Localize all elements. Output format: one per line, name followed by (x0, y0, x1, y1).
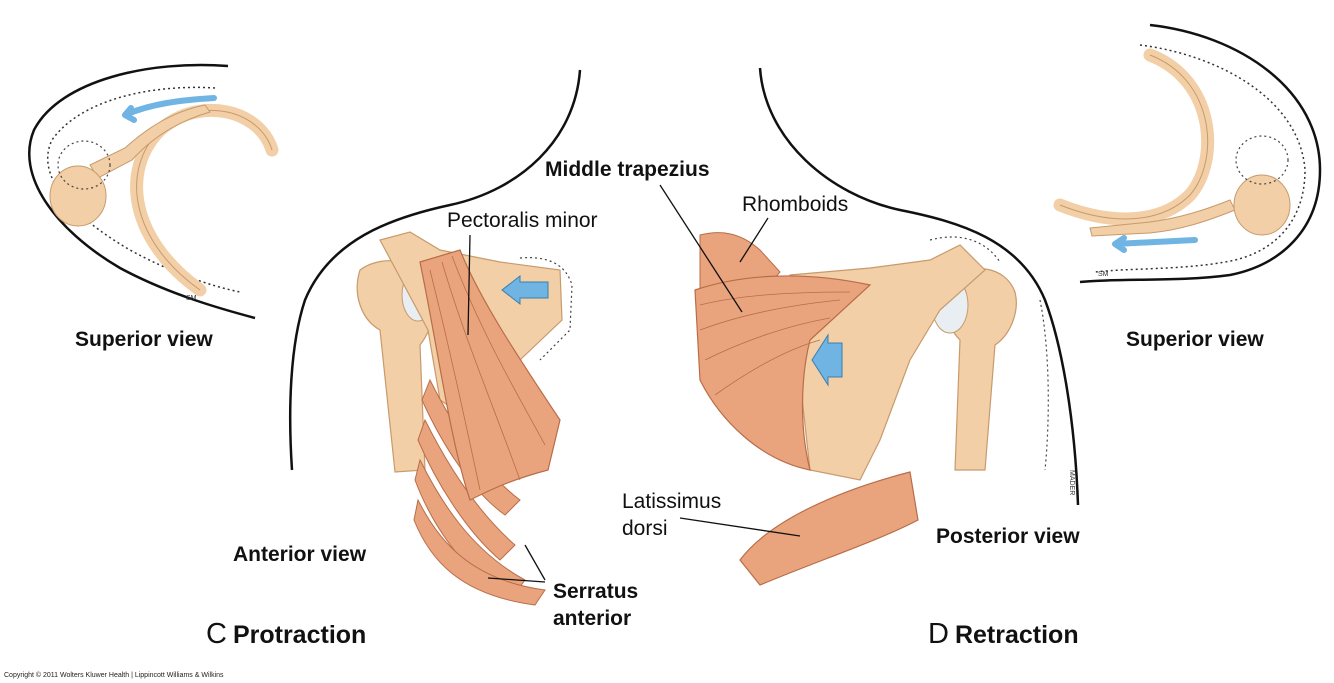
panel-d-letter: D (928, 618, 949, 650)
anterior-blue-arrow (501, 274, 549, 306)
latissimus-dorsi-label-line1: Latissimus (622, 490, 722, 513)
posterior-body-outline (758, 67, 1080, 506)
latissimus-dorsi-muscle (739, 471, 919, 586)
left-clavicle (89, 104, 211, 179)
right-rib-curve-edge (1059, 54, 1209, 220)
posterior-scapula-dotted (929, 236, 1049, 471)
anterior-view-label: Anterior view (233, 543, 367, 566)
latissimus-leader-line (679, 517, 801, 537)
posterior-view-label: Posterior view (936, 525, 1080, 548)
posterior-blue-arrow (811, 333, 843, 387)
right-sm-signature: SM (1098, 271, 1109, 278)
panel-d-title-text: Retraction (954, 621, 1079, 649)
pectoralis-minor-label: Pectoralis minor (447, 209, 598, 232)
trapezius-leader-line (659, 184, 743, 313)
serratus-leader-line-2 (487, 577, 546, 583)
anterior-view-illustration (288, 69, 582, 606)
left-artist-signature: SM (186, 295, 197, 302)
pectoralis-minor-muscle (419, 249, 561, 501)
right-superior-body-outline (1079, 23, 1322, 284)
posterior-view-illustration: MADER (659, 67, 1080, 586)
right-humeral-head (1233, 174, 1291, 236)
rhomboids-label: Rhomboids (742, 193, 849, 216)
right-superior-dotted-outline (1094, 44, 1306, 273)
left-blue-arrow (122, 95, 217, 123)
left-superior-body-outline (28, 63, 256, 320)
middle-trapezius-label: Middle trapezius (545, 158, 710, 181)
rhomboids-leader-line (739, 217, 769, 263)
left-superior-view-label: Superior view (75, 328, 213, 351)
pectoralis-minor-fibers (429, 255, 546, 491)
right-superior-view-label: Superior view (1126, 328, 1264, 351)
panel-c-letter: C (206, 618, 227, 650)
serratus-leader-line-1 (524, 544, 546, 581)
right-blue-arrow (1112, 235, 1198, 253)
panel-c-title-text: Protraction (232, 621, 367, 649)
left-superior-view-illustration: SM (28, 63, 279, 320)
right-humeral-head-dotted (1235, 135, 1289, 185)
anterior-body-outline (288, 69, 582, 471)
middle-trapezius-muscle (694, 275, 872, 471)
right-artist-signature: MADER (1068, 470, 1075, 495)
pectoralis-leader-line (467, 234, 471, 336)
right-superior-view-illustration: SM (1053, 23, 1322, 284)
copyright-notice: Copyright © 2011 Wolters Kluwer Health |… (4, 672, 224, 679)
left-humeral-head-dotted (57, 140, 111, 190)
serratus-anterior-label-line2: anterior (553, 607, 632, 630)
latissimus-dorsi-label-line2: dorsi (622, 517, 668, 540)
middle-trapezius-fibers (699, 291, 851, 396)
left-humeral-head (49, 165, 107, 227)
serratus-anterior-label-line1: Serratus (553, 580, 639, 603)
